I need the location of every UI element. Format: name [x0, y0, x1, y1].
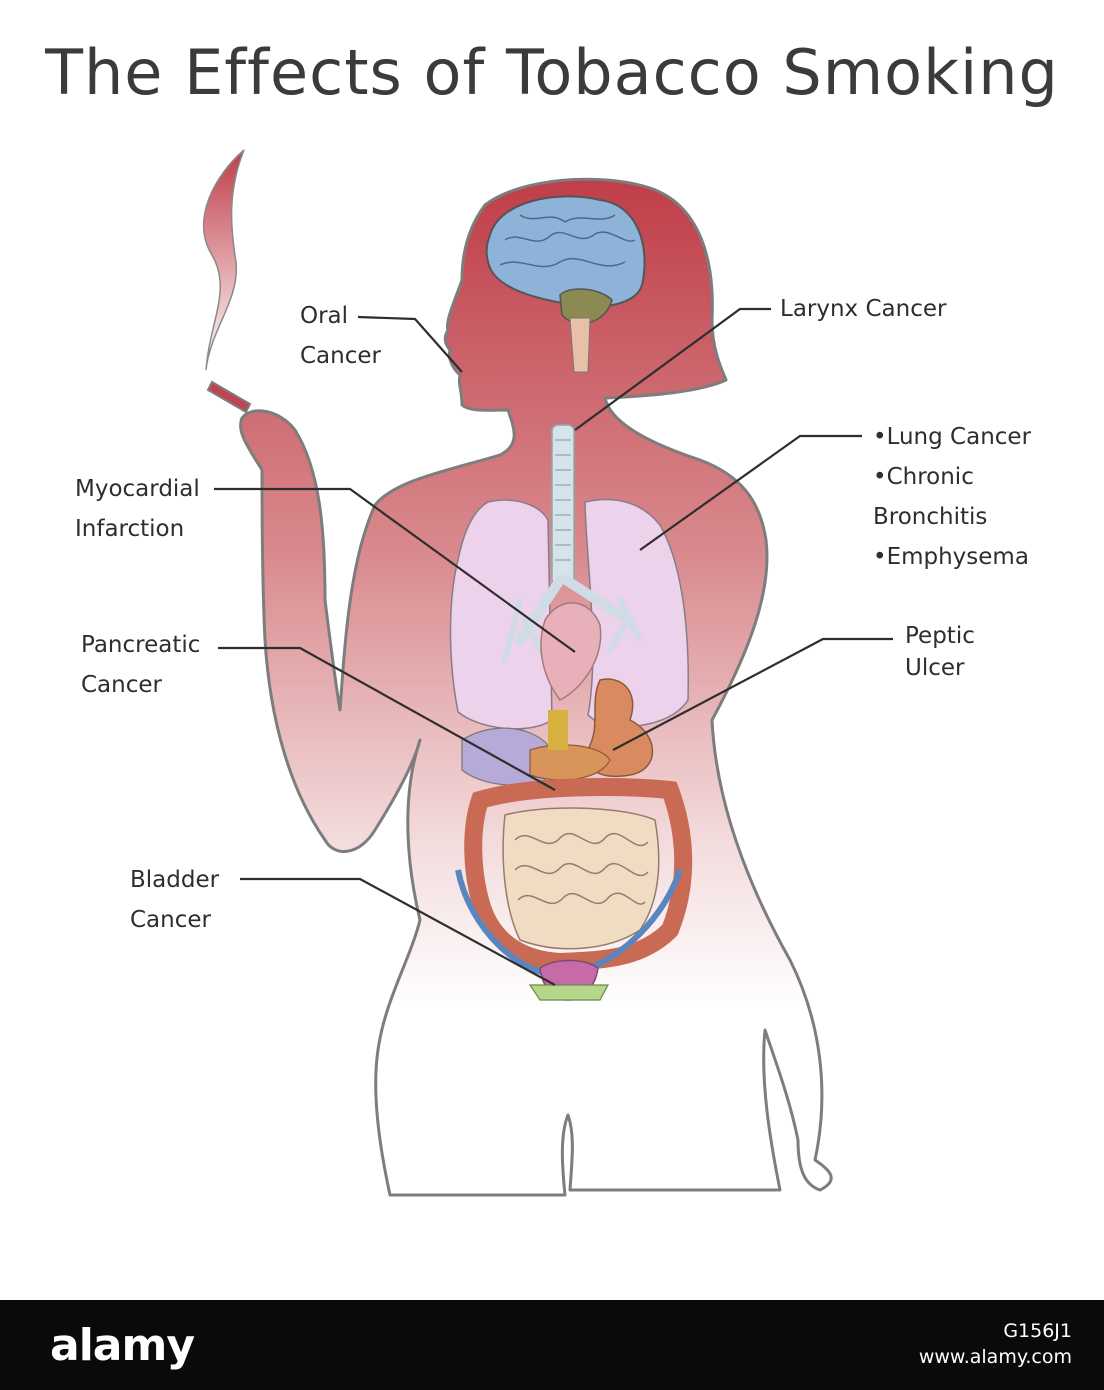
- site-url: www.alamy.com: [918, 1346, 1072, 1368]
- leader-larynx: [574, 307, 771, 431]
- heart: [540, 602, 602, 701]
- stomach: [586, 678, 654, 777]
- smoke: [202, 149, 245, 371]
- brain: [485, 195, 646, 373]
- image-id-code: G156J1: [1003, 1320, 1072, 1342]
- body-illustration: [202, 149, 893, 1197]
- leader-pancreatic: [218, 646, 556, 791]
- leader-lines: [214, 307, 893, 986]
- trachea: [502, 424, 643, 663]
- leader-myocardial: [214, 487, 576, 653]
- lungs: [449, 498, 689, 730]
- image-id: G156J1 www.alamy.com: [919, 1318, 1072, 1370]
- page-title: The Effects of Tobacco Smoking: [45, 36, 1059, 109]
- footer-bar: [0, 1300, 1104, 1390]
- colon: [464, 778, 693, 972]
- leader-peptic: [612, 637, 893, 751]
- leader-oral: [357, 315, 463, 373]
- cigarette: [206, 380, 252, 414]
- small-intestine: [502, 807, 660, 950]
- leader-bladder: [240, 877, 556, 986]
- label-larynx-cancer: Larynx Cancer: [780, 296, 947, 322]
- aorta: [548, 710, 568, 750]
- leader-lung: [639, 434, 862, 551]
- alamy-logo: alamy: [50, 1320, 195, 1371]
